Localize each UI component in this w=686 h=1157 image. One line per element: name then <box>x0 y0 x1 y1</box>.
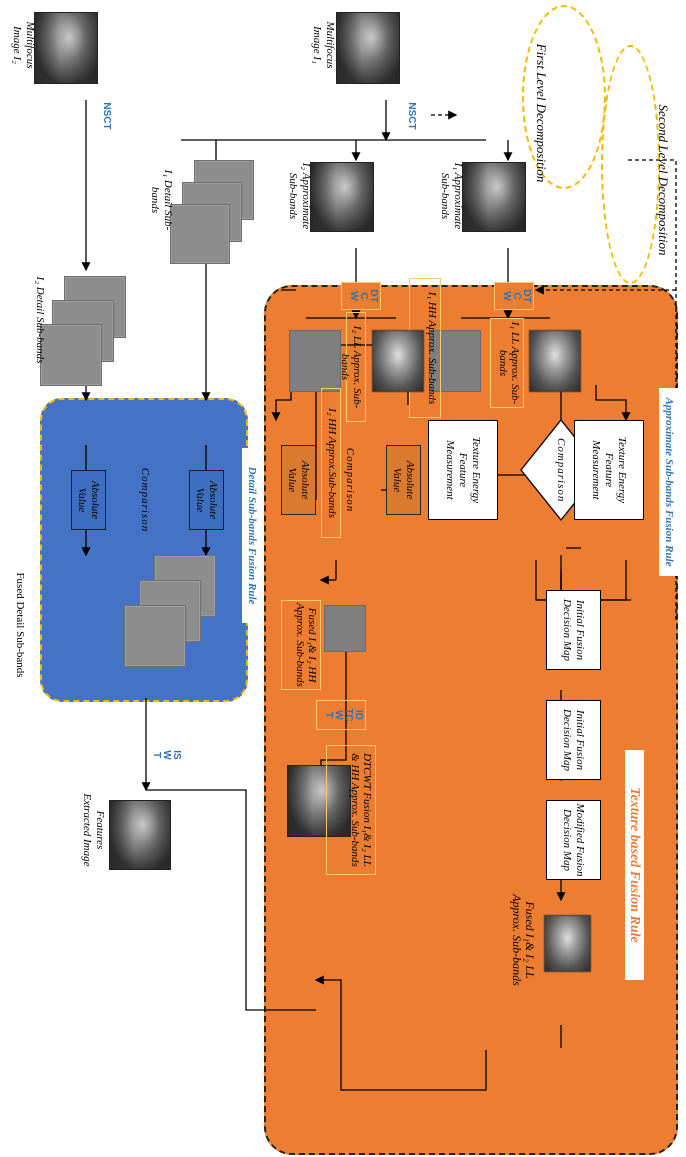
initial-map-2: Initial Fusion Decision Map <box>546 700 601 780</box>
texture-region-title: Texture based Fusion Rule <box>625 750 644 980</box>
abs-value-bottom: Absolute Value <box>281 445 316 515</box>
multifocus-image-2 <box>34 12 98 84</box>
fused-detail-stack-3 <box>124 605 186 667</box>
detail-comparison-label: Comparison <box>138 465 151 535</box>
dtcwt-1-line-1: DT <box>521 285 531 307</box>
i2-hh-label: I₂ HH Approx.Sub-bands <box>321 388 341 538</box>
dtcwt-2-line-1: DT <box>368 285 378 307</box>
detail-region-title: Detail Sub-bands Fusion Rule <box>242 448 261 623</box>
detail-abs-value-top: Absolute Value <box>189 470 224 530</box>
i2-approx-label: I₂ Approximate Sub-bands <box>286 158 312 234</box>
comparison-2-label: Comparison <box>343 440 356 520</box>
nsct-tag-2: NSCT <box>101 96 111 136</box>
dtcwt-1-line-2: C <box>511 285 521 307</box>
image2-label: Multifocus Image I₂ <box>10 15 36 75</box>
texture-energy-bottom: Texture Energy Feature Measurement <box>428 420 498 520</box>
fused-ll-label: Fused I₁& I₂ LL Approx. Sub-bands <box>510 890 536 990</box>
texture-energy-top: Texture Energy Feature Measurement <box>574 420 644 520</box>
idtcwt-line-3: W <box>333 703 343 727</box>
abs-value-top: Absolute Value <box>386 445 421 515</box>
fused-hh-label: Fused I₁& I₂ HH Approx. Sub-bands <box>281 600 321 690</box>
dtcwt-tag-2: DT C W <box>341 282 381 310</box>
i2-ll-image <box>372 330 424 392</box>
i2-approx-image <box>310 162 374 232</box>
second-level-ellipse <box>601 45 660 284</box>
idtcwt-line-2: TC <box>343 703 353 727</box>
modified-map: Modified Fusion Decision Map <box>546 800 601 880</box>
first-level-label: First Level Decomposition <box>535 8 548 218</box>
detail-abs-value-bottom: Absolute Value <box>71 470 106 530</box>
i1-approx-image <box>462 162 526 232</box>
idtcwt-tag: ID TC W T <box>316 700 366 730</box>
iswt-line-1: IS <box>171 740 181 770</box>
multifocus-image-1 <box>336 12 400 84</box>
image1-label: Multifocus Image I₁ <box>310 15 336 75</box>
iswt-line-3: T <box>151 740 161 770</box>
comparison-1-label: Comparison <box>554 438 567 502</box>
fused-hh-image <box>324 605 366 652</box>
approx-rule-title: Approximate Sub-bands Fusion Rule <box>659 388 678 576</box>
i2-hh-image <box>289 330 341 392</box>
idtcwt-line-1: ID <box>353 703 363 727</box>
i1-ll-image <box>529 330 581 392</box>
i1-ll-label: I₁ LL Approx. Sub-bands <box>490 318 524 408</box>
i2-detail-stack-3 <box>40 324 102 386</box>
fused-ll-image <box>544 915 591 972</box>
dtcwt-2-line-3: W <box>348 285 358 307</box>
i2-detail-label: I₂ Detail Sub-bands <box>33 270 46 370</box>
initial-map-1: Initial Fusion Decision Map <box>546 590 601 670</box>
dtcwt-1-line-3: W <box>501 285 511 307</box>
idtcwt-line-4: T <box>323 703 333 727</box>
fused-detail-label: Fused Detail Sub-bands <box>13 560 26 690</box>
i1-approx-label: I₁ Approximate Sub-bands <box>438 158 464 234</box>
output-label: Features Extracted Image <box>80 790 106 870</box>
i1-detail-label: I₁ Detail Sub-bands <box>148 160 174 240</box>
iswt-line-2: W <box>161 740 171 770</box>
i1-detail-stack-3 <box>170 204 230 264</box>
dtcwt-fusion-label: DTCWT Fusion I₁& I₂ LL & HH Approx. Sub-… <box>326 745 376 875</box>
dtcwt-tag-1: DT C W <box>494 282 534 310</box>
output-image <box>109 800 171 870</box>
i2-ll-label: I₂ LL Approx. Sub-bands <box>346 312 366 422</box>
nsct-tag-1: NSCT <box>406 96 416 136</box>
second-level-label: Second Level Decomposition <box>657 70 670 290</box>
iswt-tag: IS W T <box>151 740 181 770</box>
dtcwt-2-line-2: C <box>358 285 368 307</box>
